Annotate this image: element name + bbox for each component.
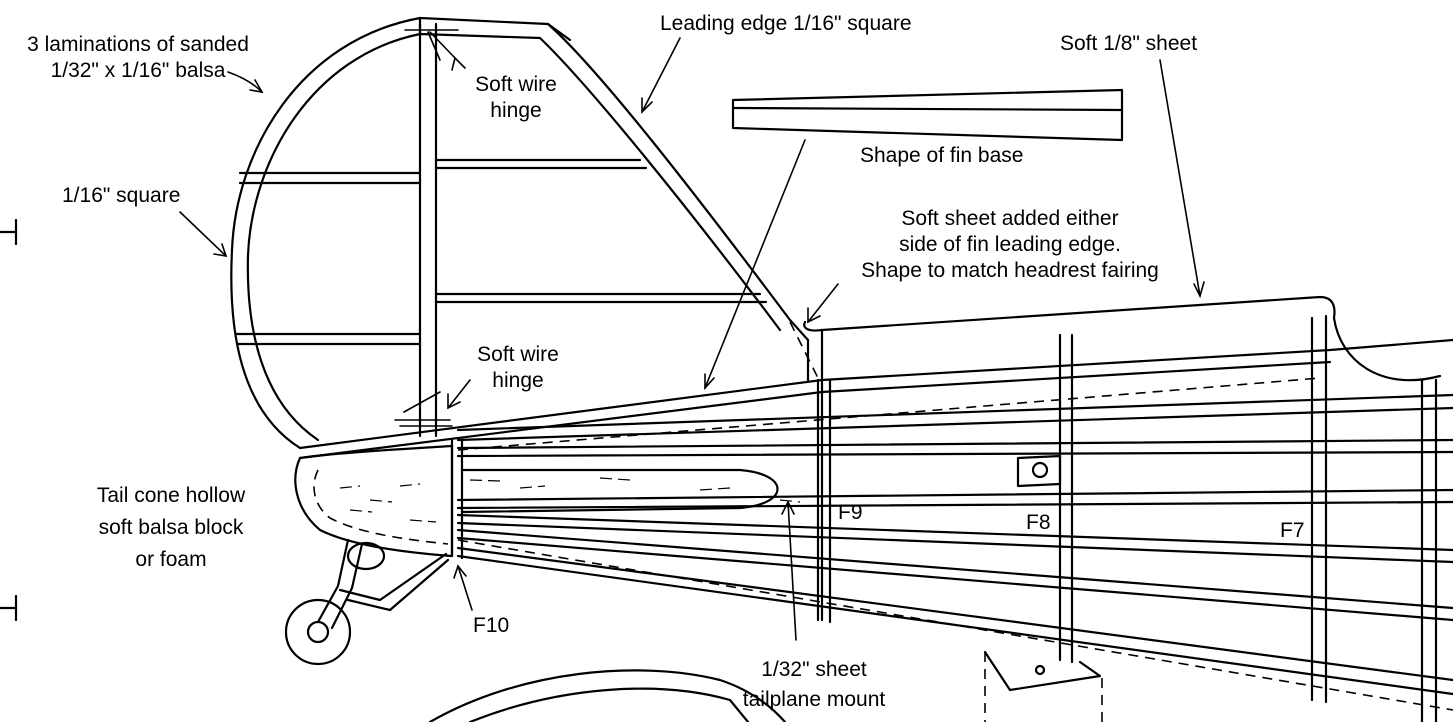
label-hinge-bottom-line1: Soft wire (477, 343, 559, 366)
label-tailplane-mount-line1: 1/32" sheet (761, 658, 867, 681)
tail-wheel (284, 538, 450, 666)
label-soft-sheet-added-line2: side of fin leading edge. (899, 233, 1121, 256)
label-hinge-bottom: Soft wire hinge (468, 342, 568, 394)
label-fin-base-shape: Shape of fin base (860, 144, 1024, 167)
label-f10: F10 (473, 614, 510, 637)
rudder-post (394, 22, 459, 438)
margin-marks (0, 218, 18, 622)
label-hinge-top-line1: Soft wire (475, 73, 557, 96)
label-soft-sheet-added: Soft sheet added either side of fin lead… (830, 206, 1190, 284)
label-tailplane-mount: 1/32" sheet tailplane mount (724, 655, 904, 715)
label-hinge-bottom-line2: hinge (492, 369, 544, 392)
label-soft-sheet-added-line3: Shape to match headrest fairing (861, 259, 1159, 282)
label-f7: F7 (1280, 519, 1305, 542)
label-f9: F9 (838, 501, 863, 524)
label-tail-cone-line2: soft balsa block (98, 516, 244, 539)
rudder-ribs (234, 158, 768, 346)
label-laminations-line2: 1/32" x 1/16" balsa (50, 59, 226, 82)
leader-arrows (179, 37, 1205, 641)
label-tail-cone: Tail cone hollow soft balsa block or foa… (76, 480, 266, 576)
label-tail-cone-line3: or foam (135, 548, 207, 571)
label-sixteenth-square: 1/16" square (62, 184, 181, 207)
formers (450, 314, 1438, 722)
label-soft-eighth-sheet: Soft 1/8" sheet (1060, 32, 1198, 55)
fin-base-shape (731, 88, 1124, 142)
label-hinge-top: Soft wire hinge (466, 72, 566, 124)
label-tailplane-mount-line2: tailplane mount (742, 688, 886, 711)
label-laminations: 3 laminations of sanded 1/32" x 1/16" ba… (6, 32, 270, 84)
label-f8: F8 (1026, 511, 1051, 534)
tail-cone (294, 444, 454, 558)
label-laminations-line1: 3 laminations of sanded (27, 33, 249, 56)
label-tail-cone-line1: Tail cone hollow (96, 484, 246, 507)
label-leading-edge: Leading edge 1/16" square (660, 12, 912, 35)
label-soft-sheet-added-line1: Soft sheet added either (901, 207, 1119, 230)
fuselage-top (789, 295, 1442, 622)
label-hinge-top-line2: hinge (490, 99, 542, 122)
tailplane-mount (460, 468, 801, 514)
lower-structures (428, 650, 1103, 722)
fuselage-longerons (298, 338, 1453, 711)
